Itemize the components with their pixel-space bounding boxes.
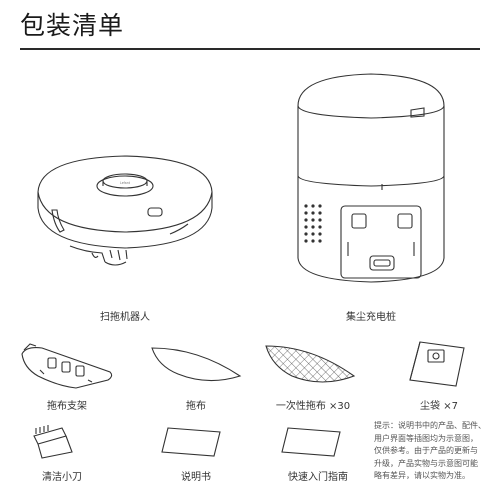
svg-text:Lefant: Lefant [120,181,131,185]
disclaimer-note: 提示：说明书中的产品、配件、 用户界面等插图均为示意图， 仅供参考。由于产品的更… [374,420,492,483]
quick-guide-label: 快速入门指南 [288,472,348,483]
dust-bag-drawing [409,341,465,387]
dust-bag-label: 尘袋 ×7 [420,401,458,412]
manual-drawing [161,427,221,457]
title-divider [20,48,480,50]
note-line: 升级，产品实物与示意图可能 [374,458,478,468]
disposable-mop-drawing [265,345,356,383]
disposable-mop-label: 一次性拖布 ×30 [275,401,351,412]
dust-dock-illustration [286,66,456,294]
page-title: 包装清单 [20,11,125,40]
disposable-mop-illustration [262,342,357,388]
robot-vacuum-illustration: Lefant [30,150,220,275]
mop-cloth-illustration [148,344,243,384]
note-line: 仅供参考。由于产品的更新与 [374,446,478,455]
robot-vacuum-drawing: Lefant [37,155,213,266]
quick-guide-drawing [281,427,341,457]
note-line: 用户界面等插图均为示意图， [374,433,478,443]
dust-bag-illustration [406,338,468,390]
quick-guide-illustration [278,424,348,460]
dust-dock-drawing [297,73,445,283]
mop-bracket-drawing [21,343,113,389]
cleaning-tool-drawing [33,425,73,459]
robot-vacuum-label: 扫拖机器人 [100,312,150,323]
mop-bracket-illustration [18,340,118,390]
manual-illustration [158,424,228,460]
manual-label: 说明书 [181,472,211,483]
cleaning-tool-illustration [28,422,78,462]
note-line: 略有差异，请以实物为准。 [374,471,470,480]
dust-dock-label: 集尘充电桩 [346,312,396,323]
mop-bracket-label: 拖布支架 [47,401,87,412]
mop-cloth-label: 拖布 [186,401,206,412]
cleaning-tool-label: 清洁小刀 [42,472,82,483]
mop-cloth-drawing [151,347,242,382]
note-line: 提示：说明书中的产品、配件、 [374,421,486,430]
